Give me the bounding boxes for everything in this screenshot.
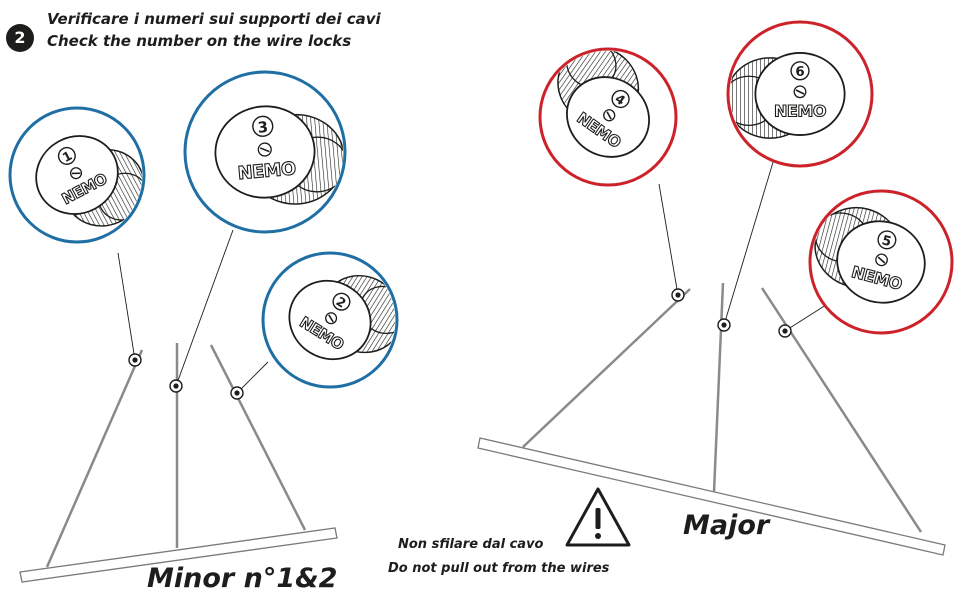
minor-bar bbox=[19, 527, 338, 583]
major-wire-left bbox=[522, 288, 691, 448]
major-group-label: Major bbox=[683, 510, 770, 541]
lock-number: 3 bbox=[257, 118, 269, 137]
lock-number-ring bbox=[790, 61, 810, 81]
lock-number: 5 bbox=[880, 233, 893, 250]
wire-lock-marker bbox=[717, 318, 731, 332]
brand-text: NEMO bbox=[774, 101, 826, 120]
wire-lock-marker bbox=[128, 353, 142, 367]
warning-text-it: Non sfilare dal cavo bbox=[398, 537, 544, 552]
header-instruction-en: Check the number on the wire locks bbox=[47, 32, 352, 50]
callout-ring bbox=[8, 106, 146, 244]
lock-number-ring bbox=[332, 292, 351, 311]
minor-fixture bbox=[19, 343, 338, 583]
wire-lock-marker bbox=[230, 386, 244, 400]
callout-ring bbox=[808, 189, 954, 335]
callout-ring bbox=[261, 251, 399, 389]
wire-lock-marker bbox=[778, 324, 792, 338]
callout-ring bbox=[538, 47, 678, 187]
major-bar bbox=[477, 437, 946, 556]
lock-number-ring bbox=[57, 146, 76, 165]
step-number-badge: 2 bbox=[6, 24, 34, 52]
minor-wire-left bbox=[45, 349, 144, 568]
lock-number-ring bbox=[611, 89, 630, 109]
minor-group-label: Minor n°1&2 bbox=[147, 563, 338, 594]
header-instruction-it: Verificare i numeri sui supporti dei cav… bbox=[47, 10, 381, 28]
leader-lines bbox=[117, 158, 827, 394]
warning-text-en: Do not pull out from the wires bbox=[388, 561, 610, 576]
callout-ring bbox=[183, 70, 347, 234]
lock-number-ring bbox=[877, 230, 897, 250]
wire-lock-marker bbox=[169, 379, 183, 393]
lock-number: 6 bbox=[795, 65, 804, 80]
warning-triangle-icon bbox=[565, 487, 631, 547]
wire-lock-marker bbox=[671, 288, 685, 302]
lock-number-ring bbox=[252, 115, 274, 137]
callout-ring bbox=[726, 20, 874, 168]
minor-wire-right bbox=[209, 344, 307, 531]
major-wire-center bbox=[712, 282, 725, 493]
wire-lock-markers bbox=[128, 288, 792, 400]
